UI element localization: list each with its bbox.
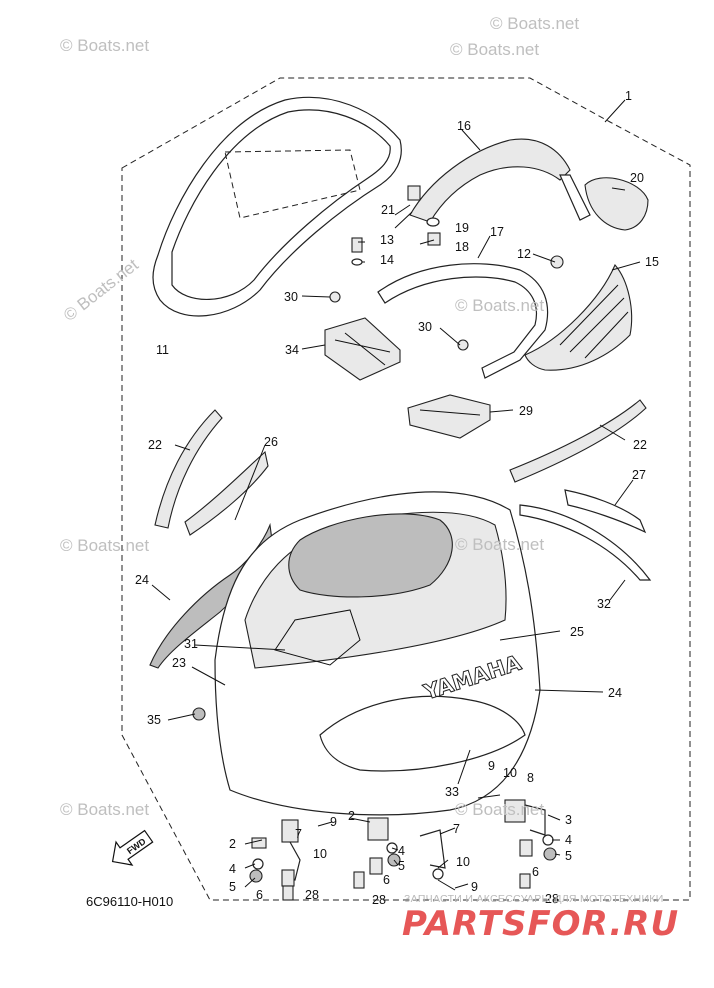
watermark-boats-net: © Boats.net — [455, 800, 545, 819]
callout-33: 33 — [445, 785, 459, 799]
strip-part-22-left — [154, 409, 223, 529]
callout-4-left: 4 — [229, 862, 236, 876]
watermark-boats-net: © Boats.net — [60, 36, 150, 55]
callout-6-left: 6 — [256, 888, 263, 902]
watermark-boats-net: © Boats.net — [455, 535, 545, 554]
callout-30-mid: 30 — [418, 320, 432, 334]
callout-25: 25 — [570, 625, 584, 639]
callout-7-center: 7 — [453, 822, 460, 836]
pad-part-20 — [584, 177, 649, 231]
bracket-part-29 — [407, 394, 491, 439]
callout-24-left: 24 — [135, 573, 149, 587]
bottom-cowling: YAMAHA — [214, 491, 541, 816]
site-logo[interactable]: PARTSFOR.RU — [402, 904, 680, 944]
callout-6-right: 6 — [532, 865, 539, 879]
callout-7-left: 7 — [295, 827, 302, 841]
callout-6-center: 6 — [383, 873, 390, 887]
intake-part-31 — [274, 609, 361, 666]
callout-28-left: 28 — [305, 888, 319, 902]
callout-2-left: 2 — [229, 837, 236, 851]
assembly-boundary — [121, 77, 691, 901]
callout-9-top: 9 — [488, 759, 495, 773]
callout-29: 29 — [519, 404, 533, 418]
callout-16: 16 — [457, 119, 471, 133]
callout-22-left: 22 — [148, 438, 162, 452]
callout-19: 19 — [455, 221, 469, 235]
callout-17: 17 — [490, 225, 504, 239]
callout-31: 31 — [184, 637, 198, 651]
callout-28-right: 28 — [545, 892, 559, 906]
diagram-code: 6C96110-H010 — [86, 894, 174, 909]
callout-35: 35 — [147, 713, 161, 727]
panel-part-32 — [519, 504, 652, 581]
callout-30-top: 30 — [284, 290, 298, 304]
watermark-boats-net: © Boats.net — [60, 536, 150, 555]
callout-14: 14 — [380, 253, 394, 267]
callout-4-center: 4 — [398, 844, 405, 858]
callout-10-left: 10 — [313, 847, 327, 861]
watermark-boats-net: © Boats.net — [60, 800, 150, 819]
callout-26: 26 — [264, 435, 278, 449]
panel-part-27 — [564, 489, 647, 534]
callout-21: 21 — [381, 203, 395, 217]
callout-24-right: 24 — [608, 686, 622, 700]
fwd-arrow-icon: FWD — [111, 829, 154, 866]
hinge-right — [477, 794, 557, 889]
callout-8: 8 — [527, 771, 534, 785]
callout-5-left: 5 — [229, 880, 236, 894]
callout-12: 12 — [517, 247, 531, 261]
grille-part-15 — [524, 263, 633, 371]
callout-15: 15 — [645, 255, 659, 269]
leader-lines — [151, 99, 641, 889]
callout-5-center: 5 — [398, 859, 405, 873]
hinge-center — [353, 817, 456, 891]
bracket-part-16 — [409, 138, 591, 223]
callout-9-center: 9 — [471, 880, 478, 894]
callout-3: 3 — [565, 813, 572, 827]
callout-34: 34 — [285, 343, 299, 357]
callout-labels: 1 16 20 21 19 13 18 17 12 15 14 30 30 11… — [135, 89, 659, 907]
hinge-left — [249, 819, 333, 901]
decal-part-26 — [184, 450, 269, 536]
decal-part-24-left — [149, 522, 273, 669]
watermark-boats-net: © Boats.net — [490, 14, 580, 33]
callout-2-center: 2 — [348, 809, 355, 823]
strip-part-22-right — [509, 399, 647, 483]
callout-28-center: 28 — [372, 893, 386, 907]
callout-5-right: 5 — [565, 849, 572, 863]
top-cover-part-11 — [152, 96, 402, 317]
callout-11: 11 — [156, 343, 169, 357]
seal-strip-part-17 — [377, 263, 549, 379]
hardware — [192, 185, 564, 721]
callout-4-right: 4 — [565, 833, 572, 847]
callout-18: 18 — [455, 240, 469, 254]
callout-22-right: 22 — [633, 438, 647, 452]
callout-27: 27 — [632, 468, 646, 482]
callout-9-left: 9 — [330, 815, 337, 829]
callout-13: 13 — [380, 233, 394, 247]
callout-10-center: 10 — [456, 855, 470, 869]
callout-32: 32 — [597, 597, 611, 611]
callout-10-top: 10 — [503, 766, 517, 780]
site-caption: ЗАПЧАСТИ И АКСЕССУАРЫ ДЛЯ МОТОТЕХНИКИ — [404, 893, 664, 905]
callout-1: 1 — [625, 89, 632, 103]
callout-23: 23 — [172, 656, 186, 670]
callout-20: 20 — [630, 171, 644, 185]
watermark-boats-net: © Boats.net — [450, 40, 540, 59]
watermark-boats-net: © Boats.net — [455, 296, 545, 315]
bracket-part-34 — [324, 317, 401, 381]
